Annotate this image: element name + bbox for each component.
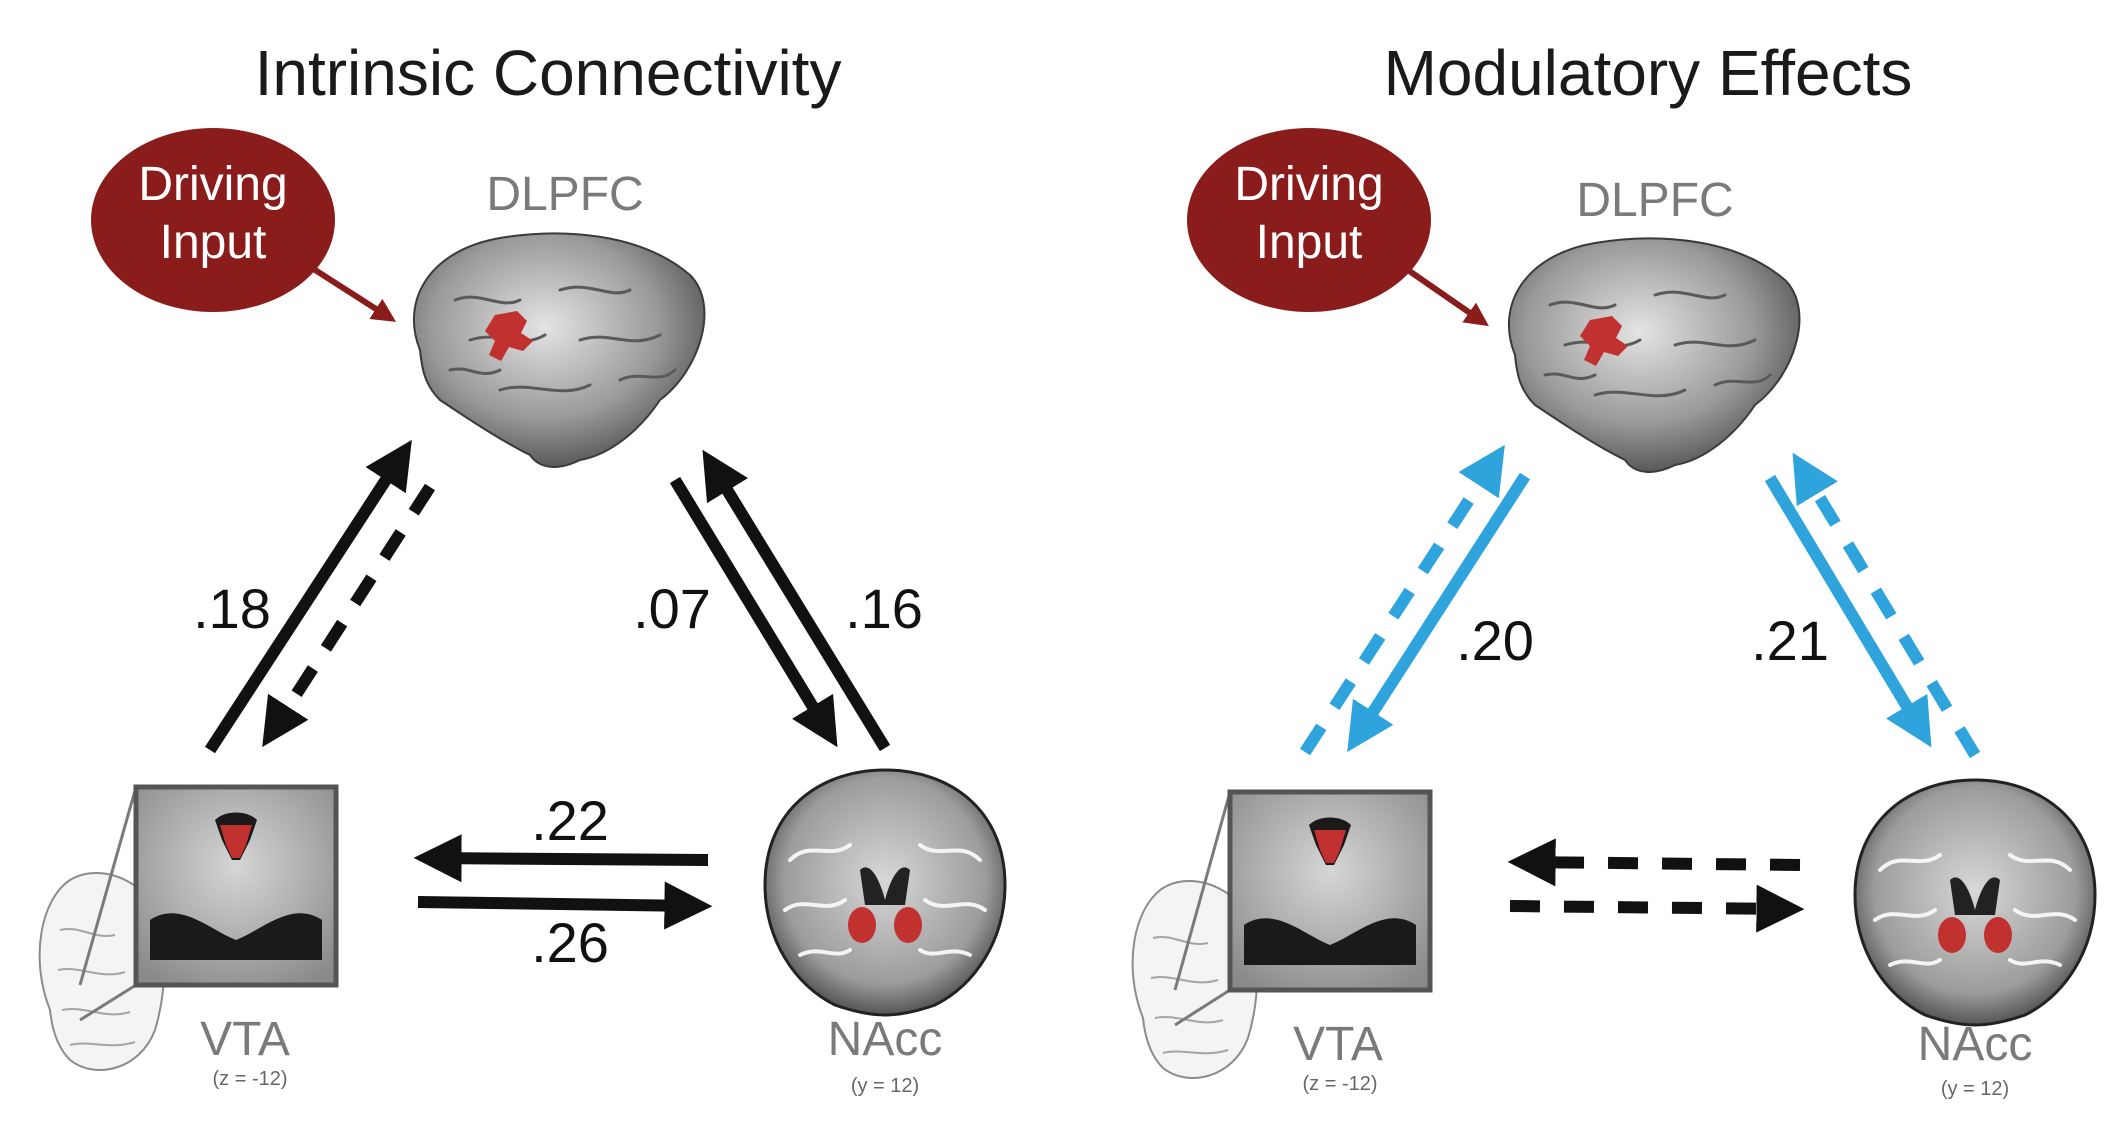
dlpfc-label: DLPFC <box>1576 174 1733 227</box>
nacc-coord-label: (y = 12) <box>1941 1078 2009 1100</box>
arrow-vta-to-dlpfc <box>204 439 412 754</box>
value-nacc-to-dlpfc: .16 <box>845 577 923 640</box>
driving-input-ellipse <box>91 128 335 312</box>
vta-coord-label: (z = -12) <box>212 1068 287 1090</box>
vta-label: VTA <box>1293 1018 1383 1071</box>
value-dlpfc-to-vta: .20 <box>1456 609 1534 672</box>
arrow-vta-to-nacc-dashed <box>1509 884 1805 933</box>
driving-input: Driving Input <box>91 128 335 312</box>
panel-title: Modulatory Effects <box>1384 37 1913 109</box>
dlpfc-brain-image <box>412 232 706 468</box>
driving-input-arrow <box>310 265 397 322</box>
panel-modulatory: Modulatory Effects Driving Input DLPFC V… <box>1131 37 2097 1100</box>
nacc-label: NAcc <box>1918 1018 2033 1071</box>
dlpfc-label: DLPFC <box>486 168 643 221</box>
arrow-nacc-to-vta-dashed <box>1507 838 1801 887</box>
driving-input: Driving Input <box>1187 128 1431 312</box>
value-dlpfc-to-nacc: .07 <box>633 577 711 640</box>
arrow-dlpfc-to-vta-dashed <box>262 483 436 748</box>
panel-title: Intrinsic Connectivity <box>255 37 842 109</box>
arrow-vta-to-dlpfc-dashed <box>1299 444 1505 756</box>
value-dlpfc-to-nacc: .21 <box>1751 609 1829 672</box>
vta-label: VTA <box>200 1013 290 1066</box>
vta-coord-label: (z = -12) <box>1302 1073 1377 1095</box>
nacc-coord-label: (y = 12) <box>851 1075 919 1097</box>
arrow-nacc-to-dlpfc <box>702 449 891 752</box>
dlpfc-brain-image <box>1507 237 1801 473</box>
vta-brain-image <box>38 784 339 1071</box>
driving-input-line2: Input <box>160 216 267 269</box>
nacc-brain-image <box>1853 778 2097 1027</box>
value-vta-to-dlpfc: .18 <box>193 577 271 640</box>
driving-input-line2: Input <box>1256 216 1363 269</box>
driving-input-line1: Driving <box>1234 158 1383 211</box>
arrow-dlpfc-to-vta <box>1347 472 1531 753</box>
arrow-vta-to-nacc <box>417 881 713 930</box>
panel-intrinsic: Intrinsic Connectivity Driving Input DLP… <box>38 37 1007 1097</box>
vta-brain-image <box>1131 789 1433 1079</box>
driving-input-ellipse <box>1187 128 1431 312</box>
arrow-dlpfc-to-nacc <box>669 476 838 748</box>
nacc-brain-image <box>763 768 1007 1017</box>
arrow-nacc-to-dlpfc-dashed <box>1792 452 1981 759</box>
arrow-dlpfc-to-nacc <box>1764 474 1932 748</box>
arrow-nacc-to-vta <box>413 834 709 883</box>
value-vta-to-nacc: .26 <box>531 911 609 974</box>
driving-input-arrow <box>1403 265 1489 327</box>
driving-input-line1: Driving <box>138 158 287 211</box>
nacc-label: NAcc <box>828 1013 943 1066</box>
value-nacc-to-vta: .22 <box>531 789 609 852</box>
